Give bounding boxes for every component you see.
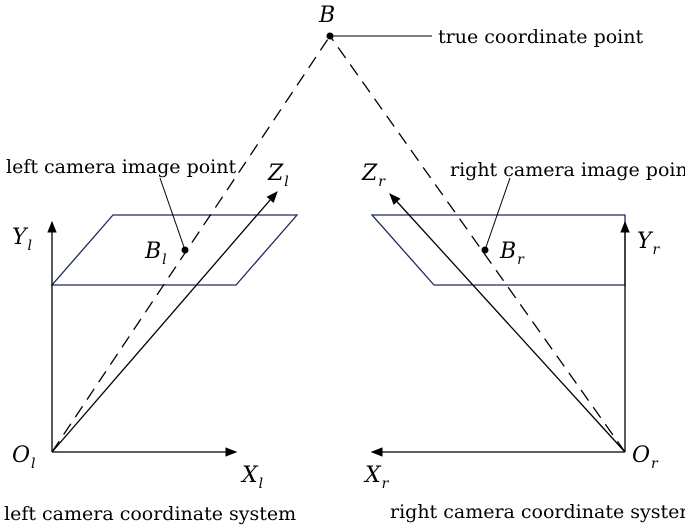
right-z-axis bbox=[389, 193, 626, 453]
right-origin-label: Or bbox=[632, 443, 659, 472]
right-image-point-marker bbox=[481, 246, 489, 254]
left-origin-label: Ol bbox=[12, 443, 36, 472]
right-caption: right camera coordinate system bbox=[390, 501, 685, 523]
true-point-marker bbox=[326, 32, 334, 40]
left-image-point-callout: left camera image point bbox=[6, 156, 236, 178]
left-projection-ray bbox=[51, 35, 331, 453]
right-projection-ray bbox=[329, 35, 626, 453]
right-z-label: Zr bbox=[361, 161, 386, 190]
left-image-point-marker bbox=[181, 246, 189, 254]
left-image-plane bbox=[50, 214, 299, 286]
true-point-callout: true coordinate point bbox=[438, 26, 643, 48]
left-z-label: Zl bbox=[267, 161, 289, 190]
point-b-label: B bbox=[318, 3, 335, 28]
right-image-point-leader bbox=[484, 177, 511, 251]
left-z-axis bbox=[51, 191, 278, 453]
right-image-point-label: Br bbox=[499, 239, 525, 268]
left-x-label: Xl bbox=[240, 463, 263, 492]
right-x-label: Xr bbox=[363, 463, 390, 492]
right-y-label: Yr bbox=[637, 229, 661, 258]
left-caption: left camera coordinate system bbox=[4, 503, 296, 525]
left-y-label: Yl bbox=[12, 225, 32, 254]
right-image-point-callout: right camera image point bbox=[450, 159, 685, 181]
left-image-point-leader bbox=[159, 177, 186, 251]
left-image-point-label: Bl bbox=[144, 239, 167, 268]
